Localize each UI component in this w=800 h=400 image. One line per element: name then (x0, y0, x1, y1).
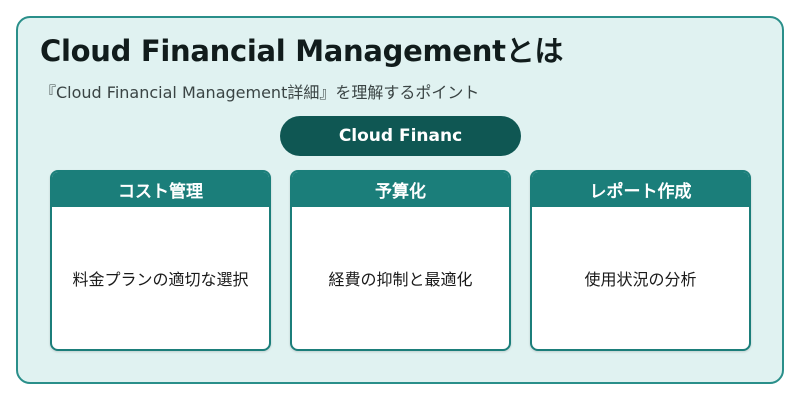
center-pill: Cloud Financ (280, 116, 521, 156)
page-subtitle: 『Cloud Financial Management詳細』を理解するポイント (40, 83, 480, 102)
page-title: Cloud Financial Managementとは (40, 34, 564, 68)
card-body: 経費の抑制と最適化 (328, 270, 473, 289)
card-header: コスト管理 (52, 172, 269, 207)
card-budgeting: 予算化 経費の抑制と最適化 (290, 170, 511, 351)
card-cost-management: コスト管理 料金プランの適切な選択 (50, 170, 271, 351)
card-reporting: レポート作成 使用状況の分析 (530, 170, 751, 351)
card-header: 予算化 (292, 172, 509, 207)
card-body: 料金プランの適切な選択 (72, 270, 249, 289)
card-body: 使用状況の分析 (584, 270, 697, 289)
card-header: レポート作成 (532, 172, 749, 207)
